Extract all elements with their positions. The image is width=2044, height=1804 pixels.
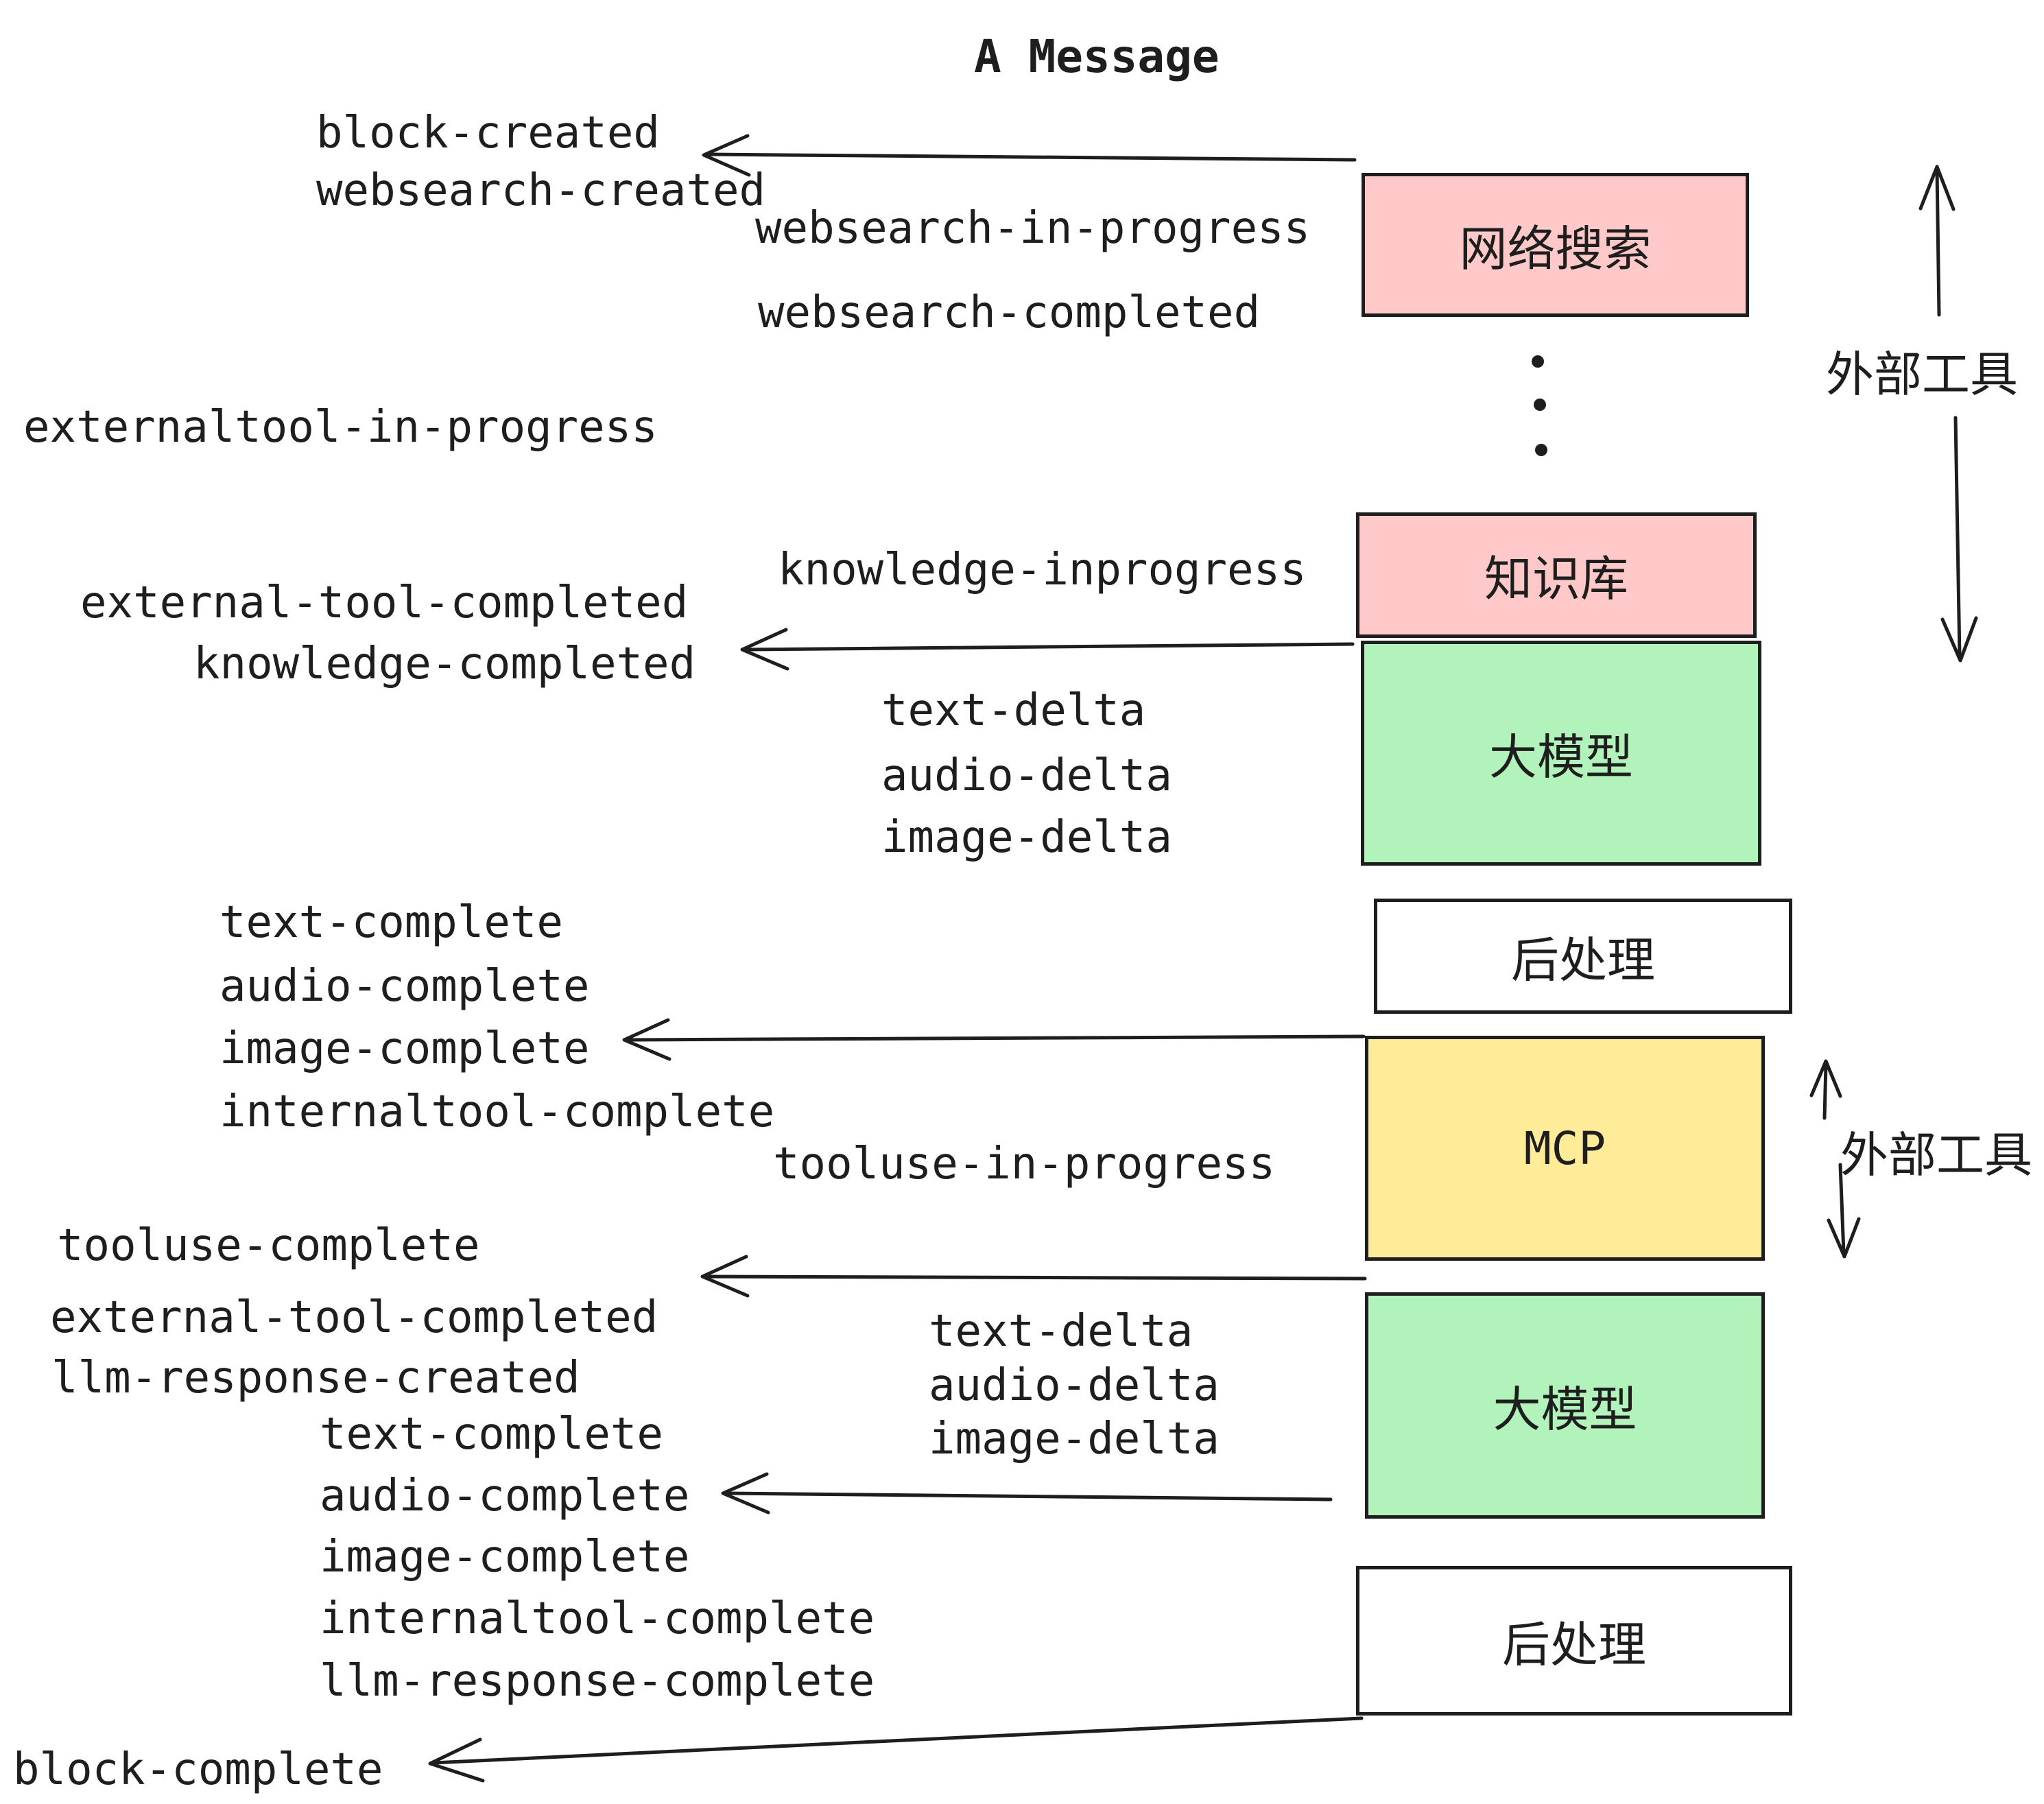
box-mcp: MCP — [1365, 1036, 1765, 1261]
event-websearch-completed: websearch-completed — [758, 287, 1261, 338]
event-internaltool-complete-2: internaltool-complete — [320, 1593, 875, 1644]
label-external-tools-1: 外部工具 — [1826, 346, 2018, 403]
event-text-delta-1: text-delta — [881, 685, 1146, 736]
arrow-up-icon — [1935, 168, 1941, 317]
event-tooluse-in-progress: tooluse-in-progress — [773, 1139, 1276, 1189]
box-postprocess-1: 后处理 — [1374, 899, 1792, 1014]
arrow-left-icon — [743, 642, 1355, 652]
arrowhead-left-icon — [740, 628, 789, 671]
event-external-tool-completed-1: external-tool-completed — [80, 578, 689, 628]
arrow-left-icon — [703, 1274, 1367, 1281]
page-title: A Message — [974, 30, 1220, 83]
event-llm-response-created: llm-response-created — [51, 1353, 580, 1403]
event-knowledge-inprogress: knowledge-inprogress — [778, 545, 1307, 595]
box-postprocess-2: 后处理 — [1356, 1566, 1792, 1716]
arrow-up-icon — [1822, 1063, 1828, 1120]
arrow-left-icon — [431, 1716, 1364, 1765]
event-external-tool-completed-2: external-tool-completed — [50, 1292, 658, 1343]
event-internaltool-complete-1: internaltool-complete — [219, 1087, 775, 1137]
event-text-complete-2: text-complete — [320, 1409, 663, 1460]
arrow-down-icon — [1953, 416, 1962, 659]
box-websearch: 网络搜索 — [1362, 173, 1749, 317]
box-llm-2: 大模型 — [1365, 1292, 1765, 1519]
arrowhead-left-icon — [721, 1472, 770, 1515]
event-websearch-in-progress: websearch-in-progress — [755, 203, 1311, 254]
box-llm-1: 大模型 — [1361, 641, 1761, 866]
box-knowledge: 知识库 — [1356, 512, 1757, 638]
event-block-complete: block-complete — [13, 1744, 383, 1795]
event-image-delta-1: image-delta — [881, 812, 1172, 863]
arrow-left-icon — [724, 1491, 1333, 1502]
arrowhead-down-icon — [1940, 616, 1978, 663]
arrowhead-left-icon — [700, 1255, 750, 1298]
event-image-delta-2: image-delta — [929, 1414, 1220, 1464]
arrowhead-left-icon — [622, 1018, 672, 1061]
event-audio-complete-2: audio-complete — [320, 1471, 690, 1521]
event-audio-complete-1: audio-complete — [219, 961, 590, 1012]
arrowhead-left-icon — [428, 1737, 485, 1783]
event-text-delta-2: text-delta — [929, 1306, 1193, 1357]
event-text-complete-1: text-complete — [219, 897, 563, 948]
arrow-left-icon — [625, 1034, 1366, 1042]
label-external-tools-2: 外部工具 — [1840, 1127, 2032, 1183]
event-knowledge-completed: knowledge-completed — [193, 639, 696, 689]
vertical-ellipsis-icon — [1532, 355, 1547, 456]
arrow-left-icon — [704, 152, 1357, 162]
event-image-complete-2: image-complete — [320, 1532, 690, 1582]
event-websearch-created: websearch-created — [316, 165, 766, 216]
event-audio-delta-1: audio-delta — [881, 750, 1172, 801]
event-block-created: block-created — [316, 108, 660, 158]
event-audio-delta-2: audio-delta — [929, 1360, 1220, 1411]
arrowhead-down-icon — [1827, 1217, 1861, 1259]
event-llm-response-complete: llm-response-complete — [320, 1656, 875, 1707]
event-externaltool-in-progress: externaltool-in-progress — [23, 402, 658, 453]
event-tooluse-complete: tooluse-complete — [57, 1220, 480, 1271]
arrowhead-up-icon — [1918, 165, 1956, 211]
arrowhead-up-icon — [1809, 1059, 1842, 1098]
event-image-complete-1: image-complete — [219, 1023, 590, 1074]
